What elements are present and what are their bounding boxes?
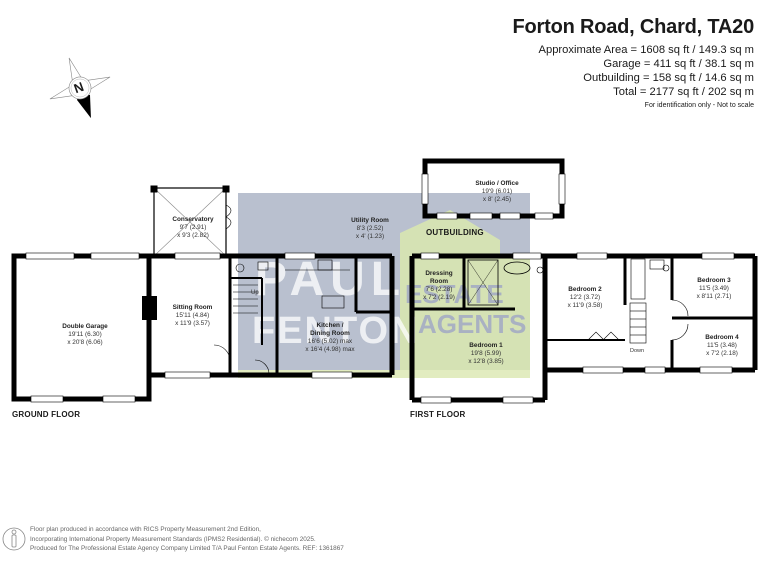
room-bedroom-3: Bedroom 3 11'5 (3.49) x 8'11 (2.71)	[696, 277, 732, 300]
room-conservatory: Conservatory 9'7 (2.91) x 9'3 (2.82)	[172, 216, 214, 239]
watermark-paul: PAUL	[255, 253, 406, 306]
compass-rose-icon	[49, 57, 111, 119]
room-dressing: Dressing Room 7'6 (2.28) x 7'2 (2.19)	[423, 270, 455, 301]
ground-main-walls	[146, 252, 395, 400]
room-bedroom-1: Bedroom 1 19'8 (5.99) x 12'8 (3.85)	[468, 342, 504, 365]
walls	[11, 158, 758, 404]
outbuilding-walls	[421, 158, 566, 220]
room-utility: Utility Room 8'3 (2.52) x 4' (1.23)	[351, 217, 389, 240]
first-floor-label: FIRST FLOOR	[410, 410, 466, 419]
watermark-agents: AGENTS	[418, 309, 526, 339]
room-bedroom-4: Bedroom 4 11'5 (3.48) x 7'2 (2.18)	[705, 334, 739, 357]
property-title: Forton Road, Chard, TA20	[512, 16, 755, 38]
room-bedroom-2: Bedroom 2 12'2 (3.72) x 11'9 (3.58)	[567, 286, 603, 309]
room-studio-office: Studio / Office 19'9 (6.01) x 8' (2.45)	[475, 180, 519, 203]
footer-credits: Floor plan produced in accordance with R…	[30, 526, 344, 552]
room-double-garage: Double Garage 19'11 (6.30) x 20'8 (6.06)	[62, 323, 108, 346]
person-measure-icon	[2, 527, 26, 551]
outbuilding-label: OUTBUILDING	[426, 228, 484, 237]
conservatory-walls	[150, 185, 232, 257]
area-garage: Garage = 411 sq ft / 38.1 sq m	[603, 58, 754, 70]
stairs-down-label: Down	[630, 348, 645, 354]
watermark-estate: ESTATE	[405, 279, 504, 309]
stairs-up-label: Up	[251, 290, 259, 296]
area-outbuilding: Outbuilding = 158 sq ft / 14.6 sq m	[583, 72, 754, 84]
ground-floor-label: GROUND FLOOR	[12, 410, 81, 419]
area-approximate: Approximate Area = 1608 sq ft / 149.3 sq…	[538, 44, 754, 56]
room-kitchen-dining: Kitchen / Dining Room 16'6 (5.02) max x …	[305, 322, 355, 353]
area-total: Total = 2177 sq ft / 202 sq m	[613, 86, 754, 98]
first-floor-walls	[409, 252, 758, 404]
room-sitting-room: Sitting Room 15'11 (4.84) x 11'9 (3.57)	[172, 304, 213, 327]
scale-note: For identification only - Not to scale	[644, 102, 754, 109]
